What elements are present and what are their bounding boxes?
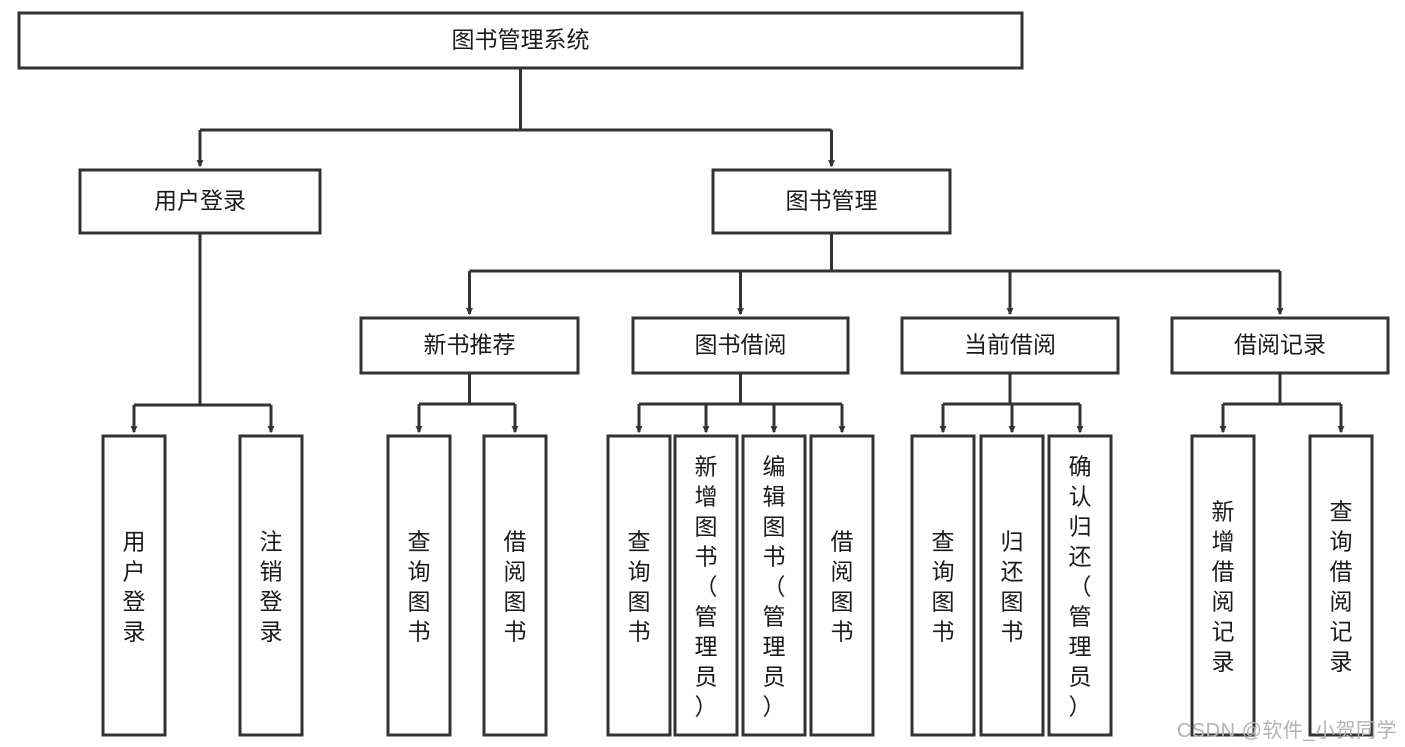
node-leaf-user-login-label: 用户登录 [123, 529, 146, 645]
node-leaf-borrow-book-1-label: 借阅图书 [504, 529, 527, 645]
node-book-manage[interactable]: 图书管理 [711, 168, 952, 235]
node-book-manage-label: 图书管理 [786, 188, 878, 214]
node-leaf-borrow-book-1[interactable]: 借阅图书 [482, 434, 548, 737]
node-leaf-query-book-3[interactable]: 查询图书 [910, 434, 976, 737]
node-borrow-record-label: 借阅记录 [1234, 332, 1326, 358]
node-leaf-user-login-box[interactable] [101, 434, 167, 737]
node-leaf-borrow-book-2[interactable]: 借阅图书 [809, 434, 875, 737]
node-leaf-add-book[interactable]: 新增图书（管理员） [673, 434, 739, 737]
node-root[interactable]: 图书管理系统 [17, 11, 1024, 70]
node-book-borrow-label: 图书借阅 [695, 332, 787, 358]
node-new-book-recommend[interactable]: 新书推荐 [359, 316, 580, 375]
node-leaf-logout-login[interactable]: 注销登录 [238, 434, 304, 737]
node-leaf-return-book-label: 归还图书 [1001, 529, 1024, 645]
node-leaf-confirm-return-box[interactable] [1047, 434, 1113, 737]
nodes-layer: 图书管理系统用户登录图书管理新书推荐图书借阅当前借阅借阅记录用户登录注销登录查询… [17, 11, 1390, 737]
node-leaf-borrow-book-1-box[interactable] [482, 434, 548, 737]
node-leaf-return-book[interactable]: 归还图书 [979, 434, 1045, 737]
node-borrow-record[interactable]: 借阅记录 [1170, 316, 1390, 375]
node-book-borrow-box[interactable] [631, 316, 850, 375]
node-leaf-confirm-return-label: 确认归还（管理员） [1069, 454, 1092, 720]
node-leaf-query-book-2-box[interactable] [606, 434, 672, 737]
node-leaf-query-book-3-label: 查询图书 [932, 529, 955, 645]
node-leaf-logout-login-label: 注销登录 [260, 529, 283, 645]
node-leaf-logout-login-box[interactable] [238, 434, 304, 737]
watermark-credit: CSDN @软件_小贺同学 [1176, 720, 1397, 742]
node-user-login[interactable]: 用户登录 [78, 168, 322, 235]
node-new-book-recommend-label: 新书推荐 [424, 332, 516, 358]
node-leaf-query-record[interactable]: 查询借阅记录 [1308, 434, 1374, 737]
node-leaf-borrow-book-2-label: 借阅图书 [831, 529, 854, 645]
node-root-box[interactable] [17, 11, 1024, 70]
node-leaf-query-book-1-box[interactable] [386, 434, 452, 737]
node-leaf-edit-book[interactable]: 编辑图书（管理员） [741, 434, 807, 737]
node-book-borrow[interactable]: 图书借阅 [631, 316, 850, 375]
node-leaf-edit-book-box[interactable] [741, 434, 807, 737]
node-leaf-query-book-2-label: 查询图书 [628, 529, 651, 645]
node-leaf-query-record-box[interactable] [1308, 434, 1374, 737]
node-current-borrow-label: 当前借阅 [964, 332, 1056, 358]
node-user-login-box[interactable] [78, 168, 322, 235]
node-borrow-record-box[interactable] [1170, 316, 1390, 375]
node-root-label: 图书管理系统 [452, 27, 590, 53]
node-leaf-user-login[interactable]: 用户登录 [101, 434, 167, 737]
node-leaf-add-book-label: 新增图书（管理员） [695, 454, 718, 720]
node-leaf-query-book-1[interactable]: 查询图书 [386, 434, 452, 737]
node-user-login-label: 用户登录 [154, 188, 246, 214]
node-leaf-query-book-3-box[interactable] [910, 434, 976, 737]
node-leaf-borrow-book-2-box[interactable] [809, 434, 875, 737]
node-book-manage-box[interactable] [711, 168, 952, 235]
node-leaf-query-book-2[interactable]: 查询图书 [606, 434, 672, 737]
node-leaf-query-book-1-label: 查询图书 [408, 529, 431, 645]
node-leaf-confirm-return[interactable]: 确认归还（管理员） [1047, 434, 1113, 737]
node-current-borrow[interactable]: 当前借阅 [900, 316, 1120, 375]
node-leaf-add-record-box[interactable] [1190, 434, 1256, 737]
node-leaf-edit-book-label: 编辑图书（管理员） [763, 454, 786, 720]
node-new-book-recommend-box[interactable] [359, 316, 580, 375]
node-leaf-add-book-box[interactable] [673, 434, 739, 737]
node-leaf-add-record-label: 新增借阅记录 [1212, 499, 1235, 675]
node-leaf-return-book-box[interactable] [979, 434, 1045, 737]
node-leaf-add-record[interactable]: 新增借阅记录 [1190, 434, 1256, 737]
node-current-borrow-box[interactable] [900, 316, 1120, 375]
node-leaf-query-record-label: 查询借阅记录 [1330, 499, 1353, 675]
edges-layer [130, 68, 1345, 434]
